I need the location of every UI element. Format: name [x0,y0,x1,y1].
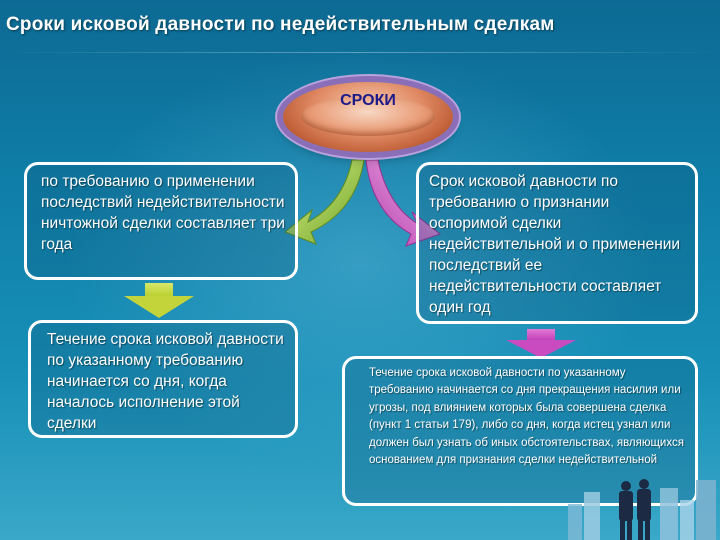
businessman-figures [619,479,651,540]
down-arrow-left-shaft [145,283,173,297]
down-arrow-right-shaft [527,329,555,341]
center-label: СРОКИ [340,92,396,109]
page-title: Сроки исковой давности по недействительн… [6,14,555,35]
box-top-left: по требованию о применении последствий н… [24,162,298,280]
box-bottom-right: Течение срока исковой давности по указан… [342,356,698,506]
right-curved-arrow [365,159,442,247]
left-curved-arrow [284,159,365,245]
center-oval [283,82,453,152]
down-arrow-right-icon [506,340,576,358]
city-skyline-icon [568,479,716,540]
box-top-right: Срок исковой давности по требованию о пр… [416,162,698,324]
center-oval-inner [301,96,435,136]
down-arrow-left-icon [124,296,194,318]
box-bottom-left: Течение срока исковой давности по указан… [28,320,298,438]
title-divider [0,52,720,53]
